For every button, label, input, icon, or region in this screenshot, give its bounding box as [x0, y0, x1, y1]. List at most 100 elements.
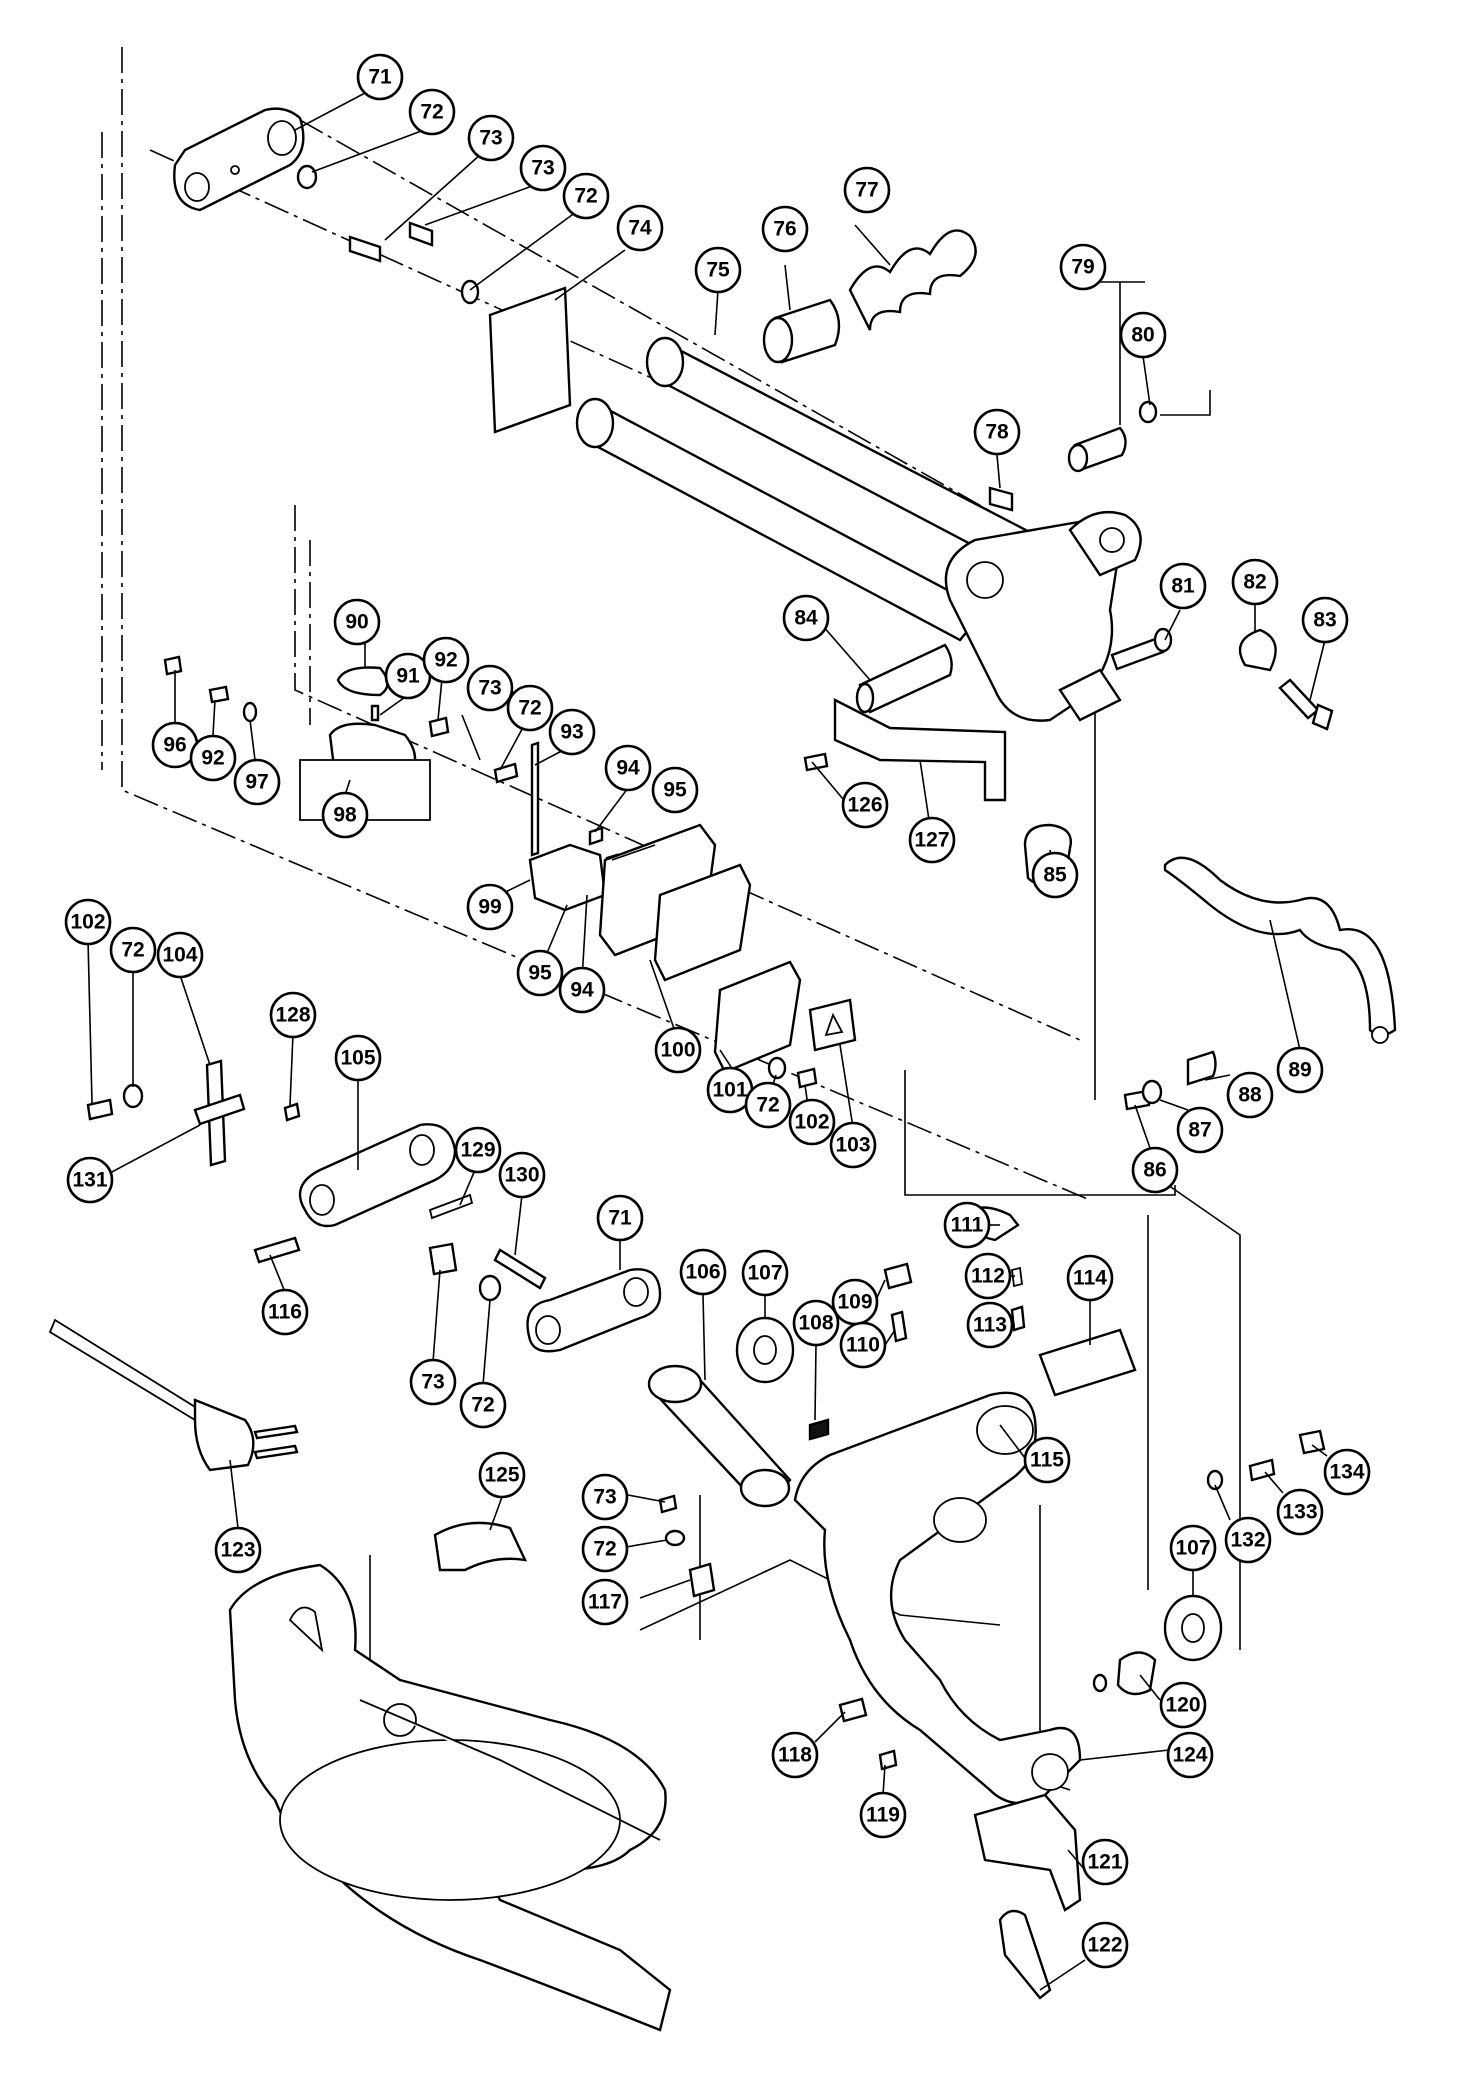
callout-116: 116 — [261, 1288, 309, 1336]
callout-84: 84 — [782, 594, 830, 642]
callout-98: 98 — [321, 791, 369, 839]
lever-122 — [998, 1909, 1052, 2000]
callout-72-e: 72 — [109, 926, 157, 974]
svg-text:112: 112 — [971, 1265, 1005, 1288]
label-114 — [1038, 1328, 1137, 1397]
svg-text:72: 72 — [593, 1538, 616, 1561]
callout-115: 115 — [1023, 1436, 1071, 1484]
callout-120: 120 — [1159, 1681, 1207, 1729]
svg-text:101: 101 — [712, 1079, 747, 1102]
svg-text:83: 83 — [1313, 609, 1336, 632]
callout-117: 117 — [581, 1578, 629, 1626]
callout-113: 113 — [966, 1301, 1014, 1349]
callout-128: 128 — [269, 991, 317, 1039]
callout-72-c: 72 — [506, 684, 554, 732]
callout-75: 75 — [694, 246, 742, 294]
callout-94-b: 94 — [558, 966, 606, 1014]
callout-76: 76 — [761, 205, 809, 253]
svg-text:113: 113 — [973, 1314, 1007, 1337]
callout-85: 85 — [1031, 851, 1079, 899]
svg-text:129: 129 — [460, 1139, 495, 1162]
svg-text:72: 72 — [121, 939, 144, 962]
callout-134: 134 — [1323, 1448, 1371, 1496]
callout-72-g: 72 — [581, 1525, 629, 1573]
svg-text:107: 107 — [1175, 1537, 1210, 1560]
callout-82: 82 — [1231, 558, 1279, 606]
plug-123 — [193, 1398, 255, 1472]
svg-text:84: 84 — [794, 607, 818, 630]
svg-text:134: 134 — [1329, 1461, 1364, 1484]
svg-text:92: 92 — [434, 649, 457, 672]
callout-73-a: 73 — [467, 114, 515, 162]
svg-text:98: 98 — [333, 804, 357, 827]
plate-101 — [713, 960, 802, 1074]
svg-text:93: 93 — [560, 721, 583, 744]
svg-text:71: 71 — [368, 66, 392, 89]
callout-93: 93 — [548, 708, 596, 756]
callout-88: 88 — [1226, 1071, 1274, 1119]
callout-77: 77 — [843, 166, 891, 214]
callout-107-a: 107 — [741, 1249, 789, 1297]
svg-text:123: 123 — [220, 1539, 255, 1562]
svg-text:114: 114 — [1073, 1267, 1107, 1290]
svg-text:122: 122 — [1087, 1934, 1122, 1957]
svg-text:127: 127 — [914, 829, 949, 852]
callout-95-b: 95 — [516, 949, 564, 997]
callout-105: 105 — [334, 1034, 382, 1082]
callout-80: 80 — [1119, 311, 1167, 359]
callout-106: 106 — [679, 1248, 727, 1296]
callout-103: 103 — [829, 1121, 877, 1169]
svg-text:108: 108 — [798, 1312, 833, 1335]
callout-125: 125 — [478, 1451, 526, 1499]
callout-107-b: 107 — [1169, 1524, 1217, 1572]
callout-102-b: 102 — [64, 898, 112, 946]
arm-housing-115 — [793, 1391, 1082, 1805]
spring-77 — [848, 229, 977, 331]
svg-text:81: 81 — [1171, 575, 1195, 598]
svg-text:130: 130 — [504, 1164, 539, 1187]
callout-121: 121 — [1081, 1838, 1129, 1886]
svg-text:106: 106 — [685, 1261, 720, 1284]
svg-text:71: 71 — [608, 1207, 632, 1230]
callout-71-lower: 71 — [596, 1194, 644, 1242]
callout-78: 78 — [973, 408, 1021, 456]
knob-82 — [1238, 628, 1277, 672]
svg-text:94: 94 — [570, 979, 594, 1002]
callout-72-b: 72 — [562, 172, 610, 220]
svg-text:73: 73 — [593, 1486, 616, 1509]
svg-text:103: 103 — [835, 1134, 870, 1157]
callout-86: 86 — [1131, 1146, 1179, 1194]
callout-118: 118 — [771, 1731, 819, 1779]
svg-text:74: 74 — [628, 217, 652, 240]
svg-text:117: 117 — [588, 1591, 622, 1614]
callout-73-b: 73 — [519, 144, 567, 192]
callout-92-a: 92 — [422, 636, 470, 684]
callout-124: 124 — [1166, 1731, 1214, 1779]
handle-121 — [973, 1793, 1082, 1912]
svg-text:87: 87 — [1188, 1119, 1211, 1142]
svg-text:132: 132 — [1230, 1529, 1265, 1552]
svg-text:72: 72 — [471, 1394, 494, 1417]
callout-119: 119 — [859, 1791, 907, 1839]
pad-90 — [336, 666, 389, 697]
shaft-84 — [858, 643, 953, 714]
svg-text:73: 73 — [479, 127, 502, 150]
svg-text:85: 85 — [1043, 864, 1067, 887]
svg-text:115: 115 — [1030, 1449, 1064, 1472]
callout-72-f: 72 — [459, 1381, 507, 1429]
callout-72-a: 72 — [408, 88, 456, 136]
parts — [48, 107, 1397, 2032]
svg-text:72: 72 — [756, 1094, 779, 1117]
callout-133: 133 — [1276, 1488, 1324, 1536]
svg-text:118: 118 — [778, 1744, 812, 1767]
svg-text:79: 79 — [1071, 256, 1094, 279]
lever-89 — [1163, 856, 1397, 1037]
svg-text:73: 73 — [421, 1371, 444, 1394]
callout-79: 79 — [1059, 243, 1107, 291]
callout-95-a: 95 — [651, 766, 699, 814]
gasket-100b — [653, 863, 752, 982]
svg-text:88: 88 — [1238, 1084, 1262, 1107]
svg-text:125: 125 — [484, 1464, 519, 1487]
svg-text:104: 104 — [162, 944, 197, 967]
